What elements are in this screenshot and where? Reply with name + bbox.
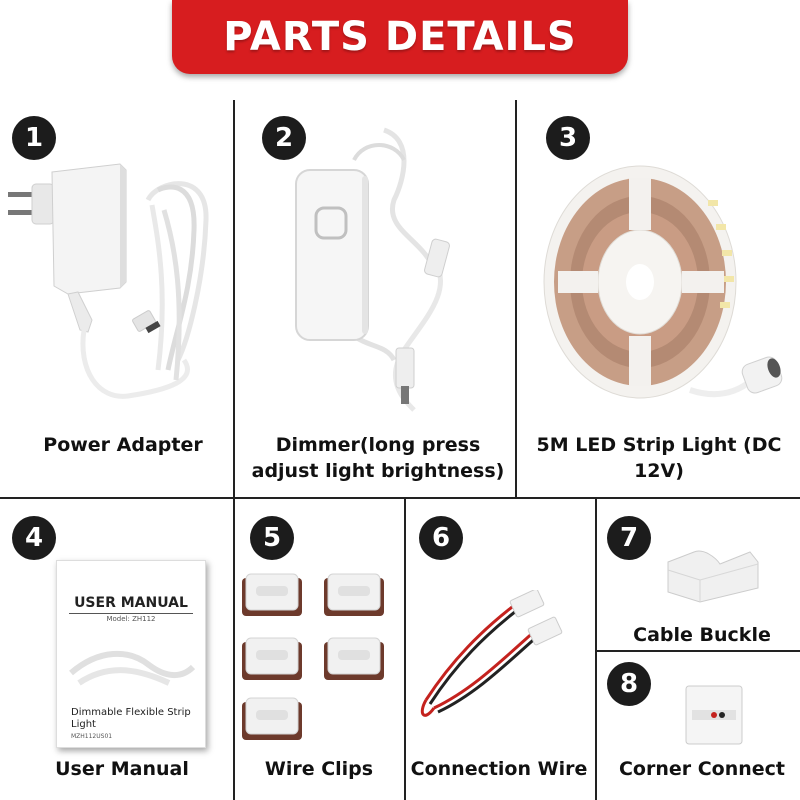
page-title: PARTS DETAILS	[223, 14, 577, 60]
item-label: Dimmer(long press adjust light brightnes…	[251, 434, 505, 482]
divider	[515, 100, 517, 498]
item-number-badge: 7	[607, 516, 651, 560]
led-strip-reel-icon	[543, 165, 783, 399]
item-number-badge: 1	[12, 116, 56, 160]
connection-wire-icon	[420, 590, 563, 717]
corner-connector-icon	[685, 685, 743, 745]
manual-title: USER MANUAL	[74, 595, 188, 611]
item-number-badge: 5	[250, 516, 294, 560]
cable-buckle-icon	[667, 550, 759, 603]
item-label: Connection Wire	[410, 758, 588, 780]
dimmer-icon	[295, 127, 450, 412]
item-label: Cable Buckle	[633, 624, 771, 646]
item-label: Corner Connect	[618, 758, 786, 780]
item-label: 5M LED Strip Light (DC 12V)	[536, 434, 782, 482]
manual-code: MZH112US01	[71, 733, 113, 740]
item-number-badge: 3	[546, 116, 590, 160]
manual-model: Model: ZH112	[106, 615, 156, 623]
manual-product-name: Dimmable Flexible Strip Light	[71, 707, 191, 730]
item-label: Wire Clips	[264, 758, 374, 780]
manual-rule	[69, 613, 193, 614]
divider	[595, 650, 800, 652]
divider	[233, 100, 235, 498]
divider	[0, 497, 800, 499]
item-label: User Manual	[55, 758, 189, 780]
divider	[404, 497, 406, 800]
manual-strip-illustration	[69, 650, 195, 686]
item-number-badge: 8	[607, 662, 651, 706]
item-number-badge: 6	[419, 516, 463, 560]
divider	[595, 497, 597, 800]
power-adapter-icon	[8, 163, 209, 399]
item-number-badge: 2	[262, 116, 306, 160]
divider	[233, 497, 235, 800]
item-label: Power Adapter	[43, 434, 203, 456]
item-number-badge: 4	[12, 516, 56, 560]
header-banner: PARTS DETAILS	[172, 0, 628, 74]
user-manual-icon: USER MANUAL Model: ZH112 Dimmable Flexib…	[56, 560, 206, 748]
wire-clips-icon	[242, 573, 384, 740]
